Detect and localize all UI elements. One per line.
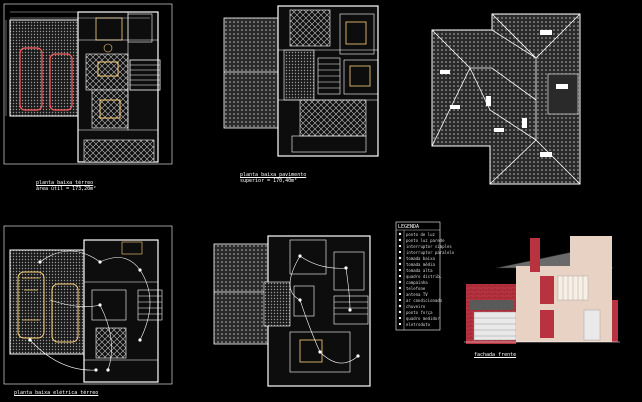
- upper-floor-plan-area: superior = 170,40m²: [240, 178, 298, 184]
- legend-item: antena TV: [406, 292, 428, 297]
- legend-item: tomada média: [406, 262, 435, 267]
- legend-item: interruptor simples: [406, 244, 452, 249]
- ground-floor-plan-area: área útil = 173,20m²: [36, 186, 97, 192]
- legend-item: telefone: [406, 286, 426, 291]
- front-elevation-title: fachada frente: [474, 352, 517, 358]
- legend-item: tomada baixa: [406, 256, 435, 261]
- ground-floor-electrical: [3, 225, 173, 385]
- ground-floor-plan: [3, 3, 173, 165]
- upper-floor-plan: [223, 5, 379, 157]
- electrical-legend: [395, 221, 441, 331]
- legend-item: ponto luz parede: [406, 238, 445, 243]
- legend-title: LEGENDA: [398, 224, 420, 230]
- front-elevation: [464, 236, 620, 344]
- legend-item: quadro medidor: [406, 316, 440, 321]
- legend-item: quadro distrib.: [406, 274, 443, 279]
- legend-item: campainha: [406, 280, 428, 285]
- upper-floor-plan-title: planta baixa pavimento: [240, 172, 307, 178]
- legend-item: eletroduto: [406, 322, 431, 327]
- legend-item: interruptor paralelo: [406, 250, 455, 255]
- legend-item: chuveiro: [406, 304, 426, 309]
- legend-item: ponto força: [406, 310, 433, 315]
- legend-item: ponto de luz: [406, 232, 435, 237]
- upper-floor-electrical: [213, 235, 371, 387]
- roof-plan: [431, 13, 581, 185]
- legend-item: ar condicionado: [406, 298, 443, 303]
- ground-floor-plan-title: planta baixa térreo: [36, 180, 94, 186]
- legend-item: tomada alta: [406, 268, 433, 273]
- ground-floor-electrical-title: planta baixa elétrica térreo: [14, 390, 99, 396]
